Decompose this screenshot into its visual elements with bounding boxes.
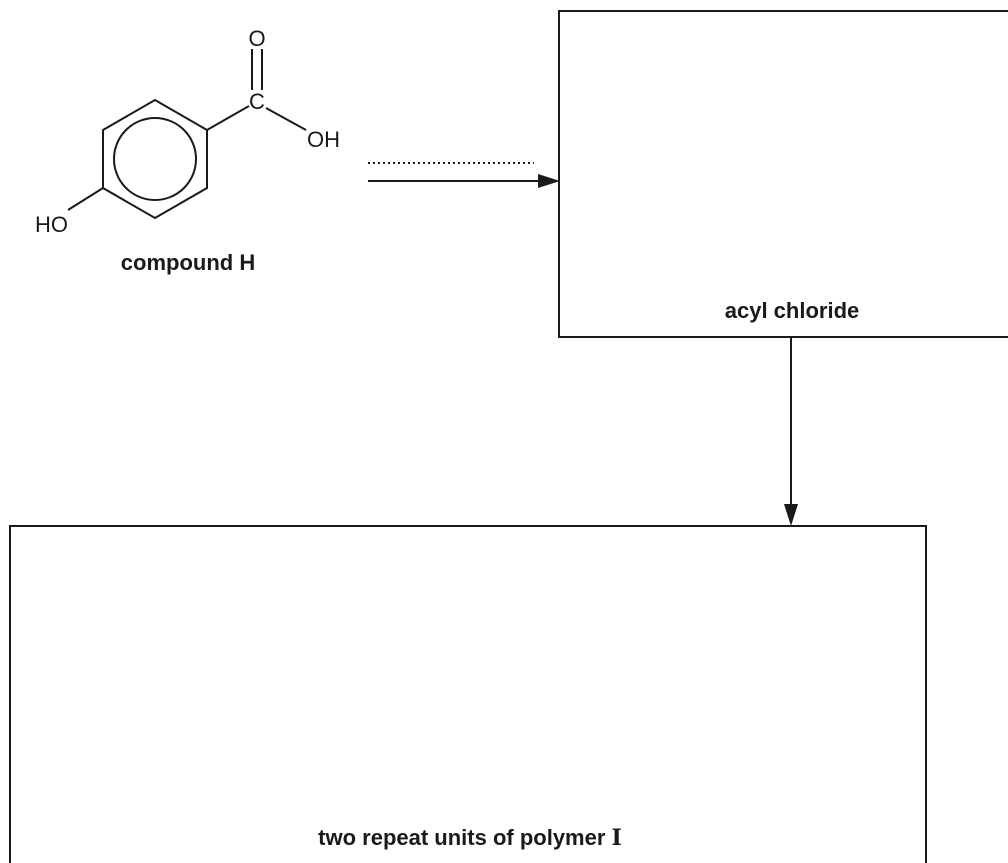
polymer-label-id: I (612, 825, 622, 851)
carboxyl-carbon-atom: C (249, 89, 265, 114)
acyl-chloride-answer-area[interactable] (558, 10, 1008, 338)
arrow-2-head (784, 504, 798, 526)
reaction-arrow-1 (368, 162, 560, 188)
carboxyl-oh-bond (265, 107, 307, 131)
acyl-chloride-box: acyl chloride (558, 10, 1008, 338)
compound-h-structure: O C OH HO compound H (35, 26, 340, 275)
acid-hydroxyl-atom: OH (307, 127, 340, 152)
aromatic-circle (113, 117, 197, 201)
acyl-chloride-label: acyl chloride (725, 298, 860, 323)
carbonyl-oxygen-atom: O (248, 26, 265, 51)
arrow-1-head (538, 174, 560, 188)
ring-to-carboxyl-bond (206, 105, 250, 131)
polymer-label: two repeat units of polymer I (318, 825, 622, 851)
polymer-label-text: two repeat units of polymer (318, 825, 611, 850)
reaction-arrow-2 (784, 337, 798, 526)
polymer-box: two repeat units of polymer I (9, 525, 927, 863)
ring-to-phenol-bond (67, 187, 104, 211)
compound-label: compound H (121, 250, 255, 275)
polymer-answer-area[interactable] (9, 525, 927, 863)
phenol-hydroxyl-atom: HO (35, 212, 68, 237)
